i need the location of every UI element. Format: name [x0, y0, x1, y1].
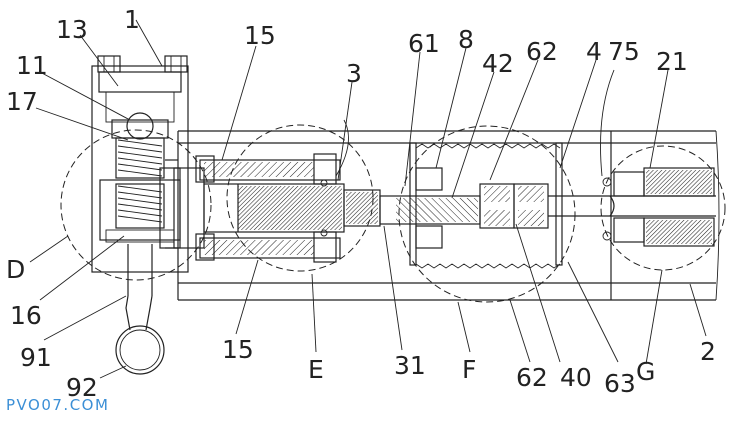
label-F: F: [462, 355, 476, 384]
detail-circles: [60, 124, 726, 303]
label-4: 4: [586, 37, 602, 66]
label-91: 91: [20, 343, 52, 372]
right-seal-assembly: [602, 167, 715, 247]
label-31: 31: [394, 351, 426, 380]
watermark: PVO07.COM: [6, 396, 109, 414]
label-D: D: [6, 255, 25, 284]
label-11: 11: [16, 51, 48, 80]
label-15-top: 15: [244, 21, 276, 50]
leader-lines: [29, 19, 707, 379]
label-92: 92: [66, 373, 98, 402]
label-21: 21: [656, 47, 688, 76]
label-15-bottom: 15: [222, 335, 254, 364]
label-G: G: [636, 357, 655, 386]
label-13: 13: [56, 15, 88, 44]
label-61: 61: [408, 29, 440, 58]
label-17: 17: [6, 87, 38, 116]
label-62-bottom: 62: [516, 363, 548, 392]
label-75: 75: [608, 37, 640, 66]
label-40: 40: [560, 363, 592, 392]
bellows-cover: [409, 142, 563, 269]
left-sleeve-assembly: [173, 153, 345, 263]
label-42: 42: [482, 49, 514, 78]
label-3: 3: [346, 59, 362, 88]
label-1: 1: [124, 5, 140, 34]
label-E: E: [308, 355, 324, 384]
label-63: 63: [604, 369, 636, 398]
label-2: 2: [700, 337, 716, 366]
label-8: 8: [458, 25, 474, 54]
label-16: 16: [10, 301, 42, 330]
label-62-top: 62: [526, 37, 558, 66]
part-labels: 1 13 15 11 17 3 61 8 42 62 4 75 21 D 16 …: [6, 5, 716, 402]
